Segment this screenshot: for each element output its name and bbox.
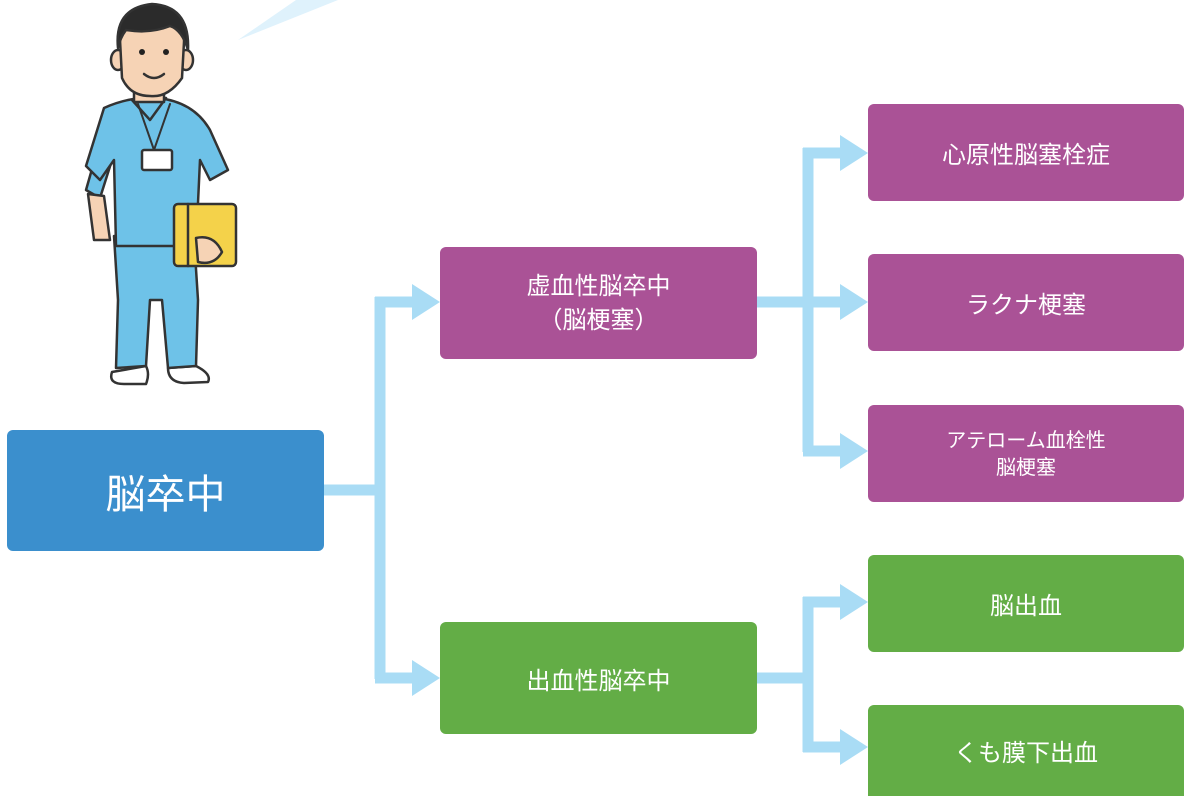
node-sah-label: くも膜下出血 — [954, 739, 1098, 767]
arrow-hemorrhagic — [412, 660, 440, 696]
node-ich-label: 脳出血 — [990, 592, 1062, 620]
node-ischemic-line1: 虚血性脳卒中 — [526, 272, 671, 300]
node-ischemic-stroke: 虚血性脳卒中 （脳梗塞） — [440, 247, 757, 359]
node-hemorrhagic-stroke: 出血性脳卒中 — [440, 622, 757, 734]
node-atherothrombotic: アテローム血栓性 脳梗塞 — [868, 405, 1184, 502]
node-atherothrombotic-line2: 脳梗塞 — [996, 454, 1056, 479]
arrow-cardio — [840, 135, 868, 171]
node-lacunar: ラクナ梗塞 — [868, 254, 1184, 351]
node-hemorrhagic-label: 出血性脳卒中 — [526, 666, 671, 695]
node-stroke: 脳卒中 — [7, 430, 324, 551]
node-stroke-label: 脳卒中 — [105, 471, 226, 518]
node-subarachnoid-hemorrhage: くも膜下出血 — [868, 705, 1184, 796]
arrow-ich — [840, 584, 868, 620]
nurse-illustration — [84, 2, 238, 386]
arrow-sah — [840, 729, 868, 765]
node-ischemic-line2: （脳梗塞） — [538, 306, 659, 334]
node-lacunar-label: ラクナ梗塞 — [966, 291, 1086, 319]
node-cardioembolic: 心原性脳塞栓症 — [868, 104, 1184, 201]
node-intracerebral-hemorrhage: 脳出血 — [868, 555, 1184, 652]
arrow-athero — [840, 433, 868, 469]
node-cardioembolic-label: 心原性脳塞栓症 — [942, 141, 1110, 169]
speech-bubble-tail — [238, 0, 338, 40]
node-atherothrombotic-line1: アテローム血栓性 — [946, 427, 1106, 452]
arrow-lacunar — [840, 284, 868, 320]
arrow-ischemic — [412, 284, 440, 320]
